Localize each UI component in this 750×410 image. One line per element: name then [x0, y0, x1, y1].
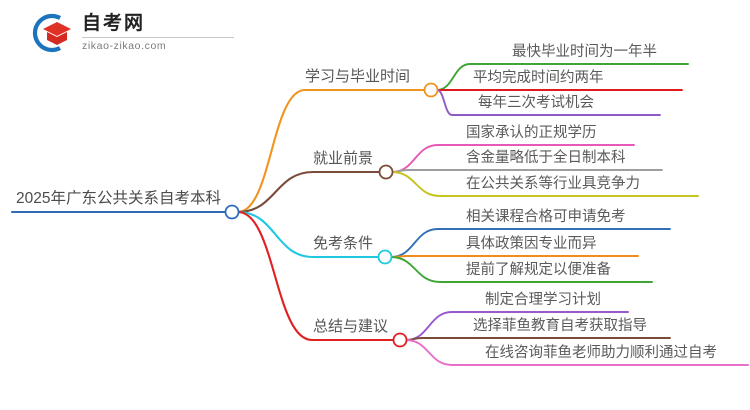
- leaf-label-3-0[interactable]: 制定合理学习计划: [485, 292, 601, 308]
- leaf-label-2-2[interactable]: 提前了解规定以便准备: [466, 262, 611, 278]
- leaf-label-1-0[interactable]: 国家承认的正规学历: [466, 125, 597, 141]
- branch-label-1[interactable]: 就业前景: [313, 150, 374, 167]
- root-node-label[interactable]: 2025年广东公共关系自考本科: [16, 190, 221, 207]
- logo-mark-icon: [30, 12, 76, 54]
- logo-title: 自考网: [82, 13, 146, 34]
- leaf-label-2-0[interactable]: 相关课程合格可申请免考: [466, 209, 626, 225]
- leaf-label-1-2[interactable]: 在公共关系等行业具竞争力: [466, 176, 640, 192]
- logo-url: zikao-zikao.com: [82, 40, 167, 52]
- leaf-label-0-0[interactable]: 最快毕业时间为一年半: [512, 44, 657, 60]
- site-logo[interactable]: 自考网 zikao-zikao.com: [30, 12, 234, 54]
- leaf-label-1-1[interactable]: 含金量略低于全日制本科: [466, 150, 626, 166]
- leaf-label-2-1[interactable]: 具体政策因专业而异: [466, 236, 597, 252]
- branch-label-3[interactable]: 总结与建议: [313, 318, 389, 335]
- leaf-label-3-2[interactable]: 在线咨询菲鱼老师助力顺利通过自考: [485, 345, 717, 361]
- leaf-label-0-1[interactable]: 平均完成时间约两年: [473, 70, 604, 86]
- logo-divider: [82, 37, 234, 38]
- branch-label-2[interactable]: 免考条件: [313, 235, 374, 252]
- leaf-label-0-2[interactable]: 每年三次考试机会: [478, 95, 594, 111]
- leaf-label-3-1[interactable]: 选择菲鱼教育自考获取指导: [473, 318, 647, 334]
- branch-label-0[interactable]: 学习与毕业时间: [305, 68, 411, 85]
